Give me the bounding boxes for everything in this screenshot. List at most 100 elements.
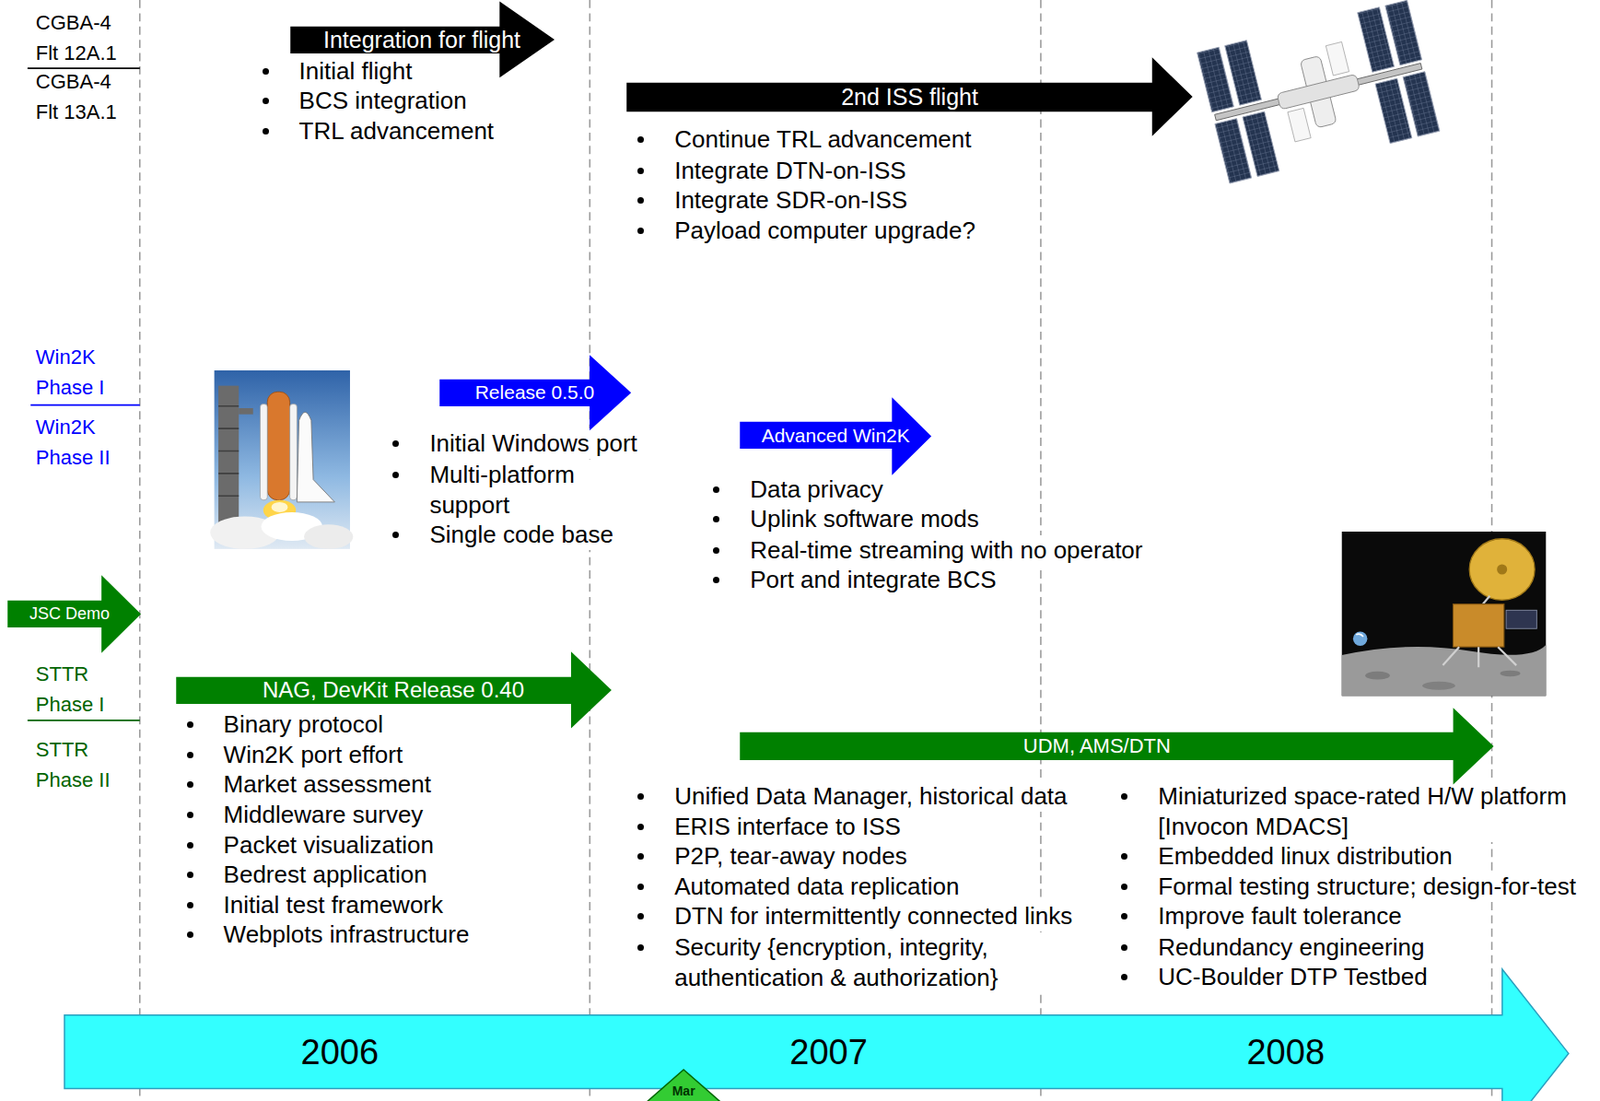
milestone-marker-outline [634,1069,733,1101]
year-divider [139,0,141,1101]
lunar-lander-illustration [1342,531,1547,696]
bullet-item: Improve fault tolerance [1157,900,1402,932]
lunar-lander-illustration [1365,671,1390,680]
phase-arrow: Integration for flight [291,2,554,77]
phase-arrow-outline [740,709,1493,783]
bullet-item: UC-Boulder DTP Testbed [1157,961,1427,993]
lunar-lander-illustration [1452,604,1504,648]
bullet-item: Packet visualization [223,829,434,861]
bullet-item: Redundancy engineering [1157,932,1425,963]
lunar-lander-illustration [1353,631,1368,647]
bullet-item: Initial test framework [223,889,444,921]
bullet-item: Automated data replication [674,871,959,902]
bullet-item: Continue TRL advancement [674,124,971,155]
arrow-label: Integration for flight [323,28,521,52]
iss-illustration [1402,71,1440,137]
arrow-label: NAG, DevKit Release 0.40 [262,678,525,701]
iss-illustration [1276,73,1360,110]
bullet-item: Uplink software mods [749,503,980,535]
lunar-lander-illustration [1342,644,1547,696]
bullet-item: Unified Data Manager, historical data [674,781,1067,812]
bullet-item: Market assessment [223,769,432,800]
phase-arrow-outline [176,653,611,727]
lunar-lander-illustration [1506,609,1537,629]
iss-illustration [1197,0,1440,184]
lunar-lander-illustration [1499,670,1520,678]
phase-arrow: NAG, DevKit Release 0.40 [176,653,611,727]
year-divider [140,0,1493,1101]
bullet-item: Win2K port effort [223,739,404,771]
timeline-arrow: 2006 2007 2008 [64,969,1569,1101]
lunar-lander-illustration [1355,633,1364,637]
shuttle-launch-photo [259,404,268,501]
shuttle-launch-photo [218,385,239,529]
iss-illustration [1225,40,1262,106]
arrow-label: JSC Demo [29,605,110,622]
bullet-item: TRL advancement [299,116,494,147]
iss-illustration [1242,111,1280,176]
track-label: Win2K Phase II [35,411,129,473]
bullet-item: Real-time streaming with no operator [749,535,1143,566]
track-label: STTR Phase II [35,734,129,795]
bullet-item: Payload computer upgrade? [674,215,976,246]
milestone-marker: Mar [634,1069,733,1101]
track-separator [27,719,141,722]
track-label: Win2K Phase I [35,341,129,403]
shuttle-launch-photo [303,524,353,549]
bullet-item: Multi-platform support [429,459,614,521]
year-label: 2007 [789,1034,868,1070]
iss-illustration [1385,0,1423,65]
lunar-lander-illustration [1442,646,1517,667]
bullet-item: Port and integrate BCS [749,564,996,596]
iss-illustration [1325,41,1349,76]
track-separator [27,67,141,70]
shuttle-launch-photo [290,404,298,501]
bullet-item: Initial Windows port [429,428,637,459]
release-arrow-outline [440,356,631,430]
arrow-label: Advanced Win2K [761,425,911,445]
bullet-item: Webplots infrastructure [223,919,470,950]
release-arrow: Advanced Win2K [740,398,931,474]
bullet-item: Embedded linux distribution [1157,840,1452,872]
bullet-item: Miniaturized space-rated H/W platform [I… [1157,781,1582,842]
timeline-arrow-outline [64,969,1569,1101]
year-divider [589,0,592,1101]
phase-arrow-outline [291,2,554,77]
track-label: STTR Phase I [35,658,129,720]
bullet-item: Single code base [429,519,613,550]
shuttle-launch-photo [238,408,254,415]
bullet-item: Bedrest application [223,859,428,890]
demo-arrow-outline [8,576,141,652]
iss-illustration [1287,107,1311,142]
track-label: CGBA-4 Flt 12A.1 [35,7,129,69]
shuttle-launch-photo [296,411,335,502]
shuttle-launch-photo [210,370,353,549]
year-label: 2006 [301,1034,380,1070]
bullet-item: BCS integration [299,85,468,117]
bullet-item: Integrate DTN-on-ISS [674,155,906,187]
milestone-label: Mar [672,1084,696,1098]
arrow-label: 2nd ISS flight [840,85,979,109]
lunar-lander-illustration [1342,531,1547,696]
arrow-label: UDM, AMS/DTN [1023,735,1171,757]
release-arrow-outline [740,398,931,474]
bullet-item: Security {encryption, integrity, authent… [674,932,1062,993]
bullet-item: P2P, tear-away nodes [674,840,907,872]
bullet-item: Middleware survey [223,799,424,830]
lunar-lander-illustration [1469,538,1535,600]
phase-arrow: UDM, AMS/DTN [740,709,1493,783]
bullet-item: Initial flight [299,56,413,87]
shuttle-launch-photo [218,406,239,496]
phase-arrow: 2nd ISS flight [627,58,1192,135]
bullet-item: Integrate SDR-on-ISS [674,185,908,216]
shuttle-launch-photo [271,502,289,513]
bullet-item: Data privacy [749,474,884,505]
demo-arrow: JSC Demo [8,576,141,652]
year-label: 2008 [1246,1034,1325,1070]
lunar-lander-illustration [1496,563,1507,574]
bullet-item: Binary protocol [223,709,384,740]
arrow-label: Release 0.5.0 [475,382,596,402]
bullet-item: Formal testing structure; design-for-tes… [1157,871,1577,902]
shuttle-launch-photo [267,391,290,500]
